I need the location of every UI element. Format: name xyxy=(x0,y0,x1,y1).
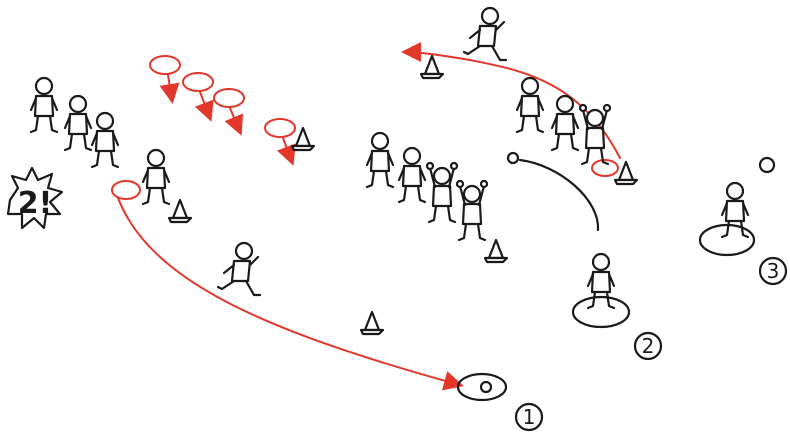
cone-icon xyxy=(290,126,316,152)
ball-icon xyxy=(506,151,520,165)
hoop-arrow xyxy=(159,74,180,104)
player-figure xyxy=(63,94,93,152)
ball-icon xyxy=(479,380,493,394)
cone-icon xyxy=(419,54,445,80)
player-figure xyxy=(141,148,171,206)
player-figure xyxy=(397,146,427,204)
cone-icon xyxy=(483,238,509,264)
player-figure xyxy=(425,161,459,224)
hoop-arrow xyxy=(277,137,296,166)
station-2: 2 xyxy=(571,252,663,361)
station-2-label: 2 xyxy=(642,334,655,358)
ball-icon xyxy=(758,156,776,174)
red-hoop xyxy=(149,55,181,75)
runner-figure xyxy=(462,6,508,62)
station-1-label: 1 xyxy=(523,405,536,429)
player-figure xyxy=(365,131,395,189)
thrower-figure xyxy=(586,252,616,310)
player-figure xyxy=(455,179,489,242)
hoop-arrow xyxy=(194,91,214,122)
red-hoop xyxy=(182,72,214,92)
player-figure xyxy=(29,76,59,134)
station-1: 1 xyxy=(456,372,544,432)
hoop-arrow xyxy=(224,107,244,136)
run-path-to-station-1 xyxy=(117,197,464,391)
player-figure xyxy=(550,94,580,152)
red-hoop xyxy=(591,159,619,177)
red-hoop xyxy=(213,88,245,108)
middle-group xyxy=(365,131,489,242)
player-figure xyxy=(90,111,120,169)
player-figure xyxy=(515,76,545,134)
red-hoop xyxy=(111,180,141,200)
cone-icon xyxy=(167,198,193,224)
run-path-top xyxy=(401,42,621,159)
throw-arc xyxy=(518,158,600,232)
red-hoop xyxy=(264,118,296,138)
runner-figure xyxy=(216,241,262,297)
burst-icon xyxy=(6,166,64,230)
callout-text: 2! xyxy=(18,186,53,221)
cone-icon xyxy=(359,310,385,336)
upper-right-group xyxy=(515,76,612,166)
station-3: 3 xyxy=(698,156,788,286)
station-3-label: 3 xyxy=(767,259,780,283)
callout-burst: 2! xyxy=(6,166,64,230)
hoop-row-left xyxy=(149,55,296,166)
